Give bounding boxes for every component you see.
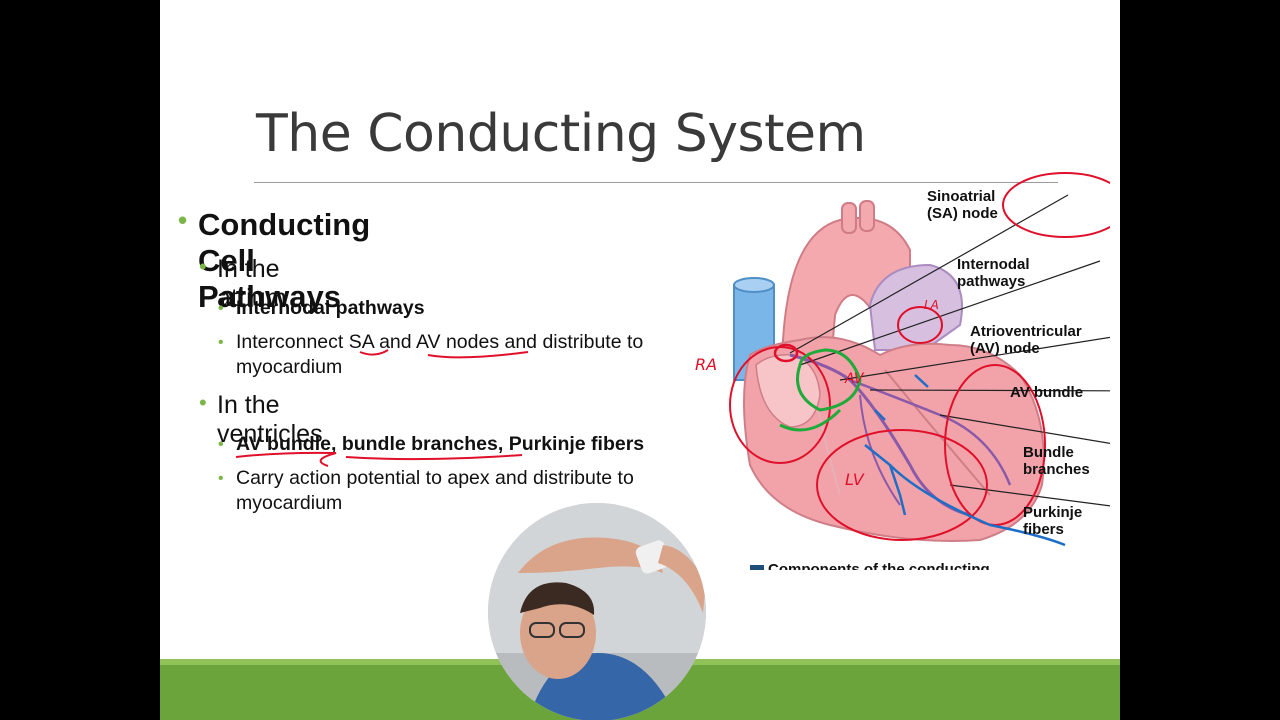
label-sa-node: Sinoatrial(SA) node <box>927 188 998 222</box>
bullet-dot-icon: • <box>218 436 224 453</box>
presenter-video-icon <box>488 503 706 720</box>
annotation-la: LA <box>924 298 939 312</box>
label-av-bundle: AV bundle <box>1010 384 1084 401</box>
bullet-dot-icon: • <box>199 390 207 415</box>
annotation-ra: RA <box>695 355 717 374</box>
slide-title: The Conducting System <box>256 104 866 164</box>
bullet-dot-icon: • <box>218 334 224 351</box>
bullet-interconnect-nodes: • Interconnect SA and AV nodes and distr… <box>218 331 644 378</box>
title-divider <box>254 182 1058 183</box>
presenter-webcam <box>488 503 706 720</box>
heart-illustration: RA AV LV LA <box>695 172 1120 547</box>
label-av-node: Atrioventricular(AV) node <box>970 323 1082 357</box>
bullet-conducting-cell-pathways: • Conducting Cell Pathways <box>178 205 371 314</box>
bullet-dot-icon: • <box>178 205 188 235</box>
heart-conduction-figure: RA AV LV LA Sinoatrial(SA) node Internod… <box>690 165 1120 570</box>
bullet-dot-icon: • <box>199 254 207 279</box>
bullet-av-bundle-branches-purkinje: • AV bundle, bundle branches, Purkinje f… <box>218 433 645 455</box>
bullet-carry-action-potential: • Carry action potential to apex and dis… <box>218 467 634 514</box>
bullet-dot-icon: • <box>218 470 224 487</box>
slide: The Conducting System • Conducting Cell … <box>160 0 1120 720</box>
bullet-internodal-pathways: • Internodal pathways <box>218 297 425 319</box>
bullet-dot-icon: • <box>218 300 224 317</box>
bullet-in-the-ventricles: • In the ventricles <box>199 390 323 448</box>
figure-caption-cutoff: Components of the conducting <box>750 562 1060 570</box>
annotation-av: AV <box>844 371 865 387</box>
annotation-lv: LV <box>845 470 865 489</box>
bullet-in-the-atrium: • In the atrium <box>199 254 287 312</box>
